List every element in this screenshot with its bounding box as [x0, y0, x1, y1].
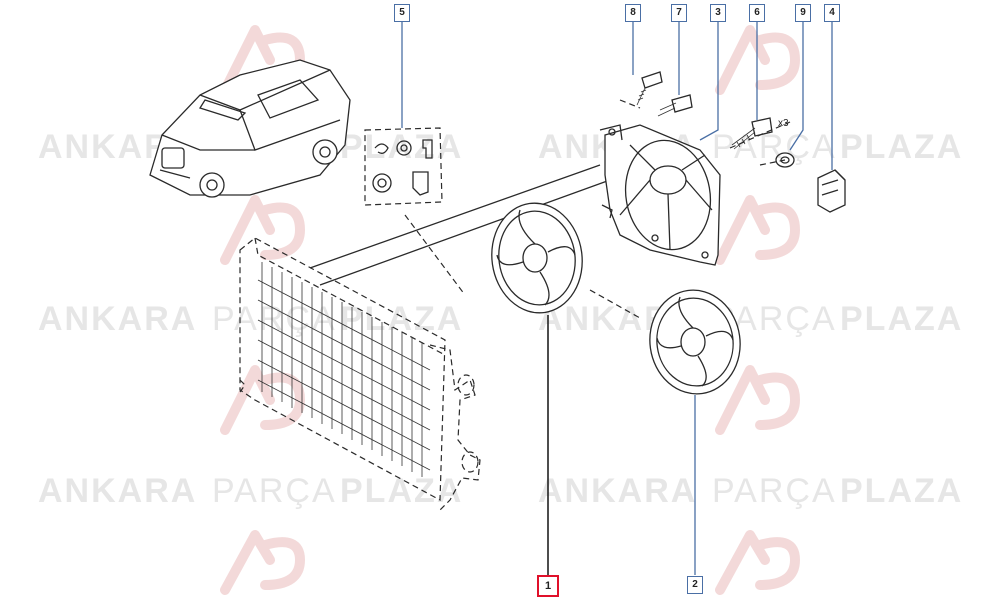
- nut-guide-dash: [759, 159, 786, 166]
- callout-7[interactable]: 7: [671, 4, 687, 22]
- svg-text:PLAZA: PLAZA: [840, 128, 963, 166]
- callout-5[interactable]: 5: [394, 4, 410, 22]
- callout-3[interactable]: 3: [710, 4, 726, 22]
- callout-6[interactable]: 6: [749, 4, 765, 22]
- radiator-core: [257, 262, 431, 477]
- screw-part-8: [636, 71, 663, 106]
- quantity-note: x3: [778, 118, 789, 129]
- svg-text:PLAZA: PLAZA: [840, 472, 963, 510]
- watermark-text-row-2: ANKARA PARÇA PLAZA ANKARA PARÇA PLAZA: [38, 300, 963, 338]
- callout-1[interactable]: 1: [537, 575, 559, 597]
- svg-text:ANKARA: ANKARA: [538, 472, 697, 510]
- clip-kit-part-5: [364, 127, 443, 206]
- fan-shroud-part-3: [599, 124, 721, 266]
- fan-part-2: [649, 289, 741, 395]
- radiator: [239, 237, 481, 511]
- svg-text:PLAZA: PLAZA: [840, 300, 963, 338]
- bolt-part-6: [731, 117, 773, 150]
- callout-9[interactable]: 9: [795, 4, 811, 22]
- leader-lines: [401, 20, 833, 575]
- watermark-text-row-3: ANKARA PARÇA PLAZA ANKARA PARÇA PLAZA: [38, 472, 963, 510]
- svg-text:PARÇA: PARÇA: [212, 472, 337, 510]
- callout-4[interactable]: 4: [824, 4, 840, 22]
- nut-part-9: [775, 152, 795, 168]
- assembly-lines: [309, 99, 641, 319]
- svg-text:PARÇA: PARÇA: [212, 300, 337, 338]
- callout-2[interactable]: 2: [687, 576, 703, 594]
- svg-text:PLAZA: PLAZA: [340, 472, 463, 510]
- svg-text:PARÇA: PARÇA: [712, 472, 837, 510]
- svg-text:PLAZA: PLAZA: [340, 300, 463, 338]
- watermark-layer: ANKARA PARÇA PLAZA ANKARA PARÇA PLAZA AN…: [38, 25, 963, 595]
- watermark-logo-icon: [220, 25, 800, 595]
- screw-part-7: [657, 94, 693, 117]
- svg-text:ANKARA: ANKARA: [38, 472, 197, 510]
- bolt-guide-dash: [729, 121, 791, 149]
- svg-text:ANKARA: ANKARA: [38, 300, 197, 338]
- connector-part-4: [817, 169, 846, 213]
- callout-8[interactable]: 8: [625, 4, 641, 22]
- fan-part-1: [491, 202, 583, 314]
- svg-text:PARÇA: PARÇA: [712, 128, 837, 166]
- car-illustration: [149, 59, 351, 198]
